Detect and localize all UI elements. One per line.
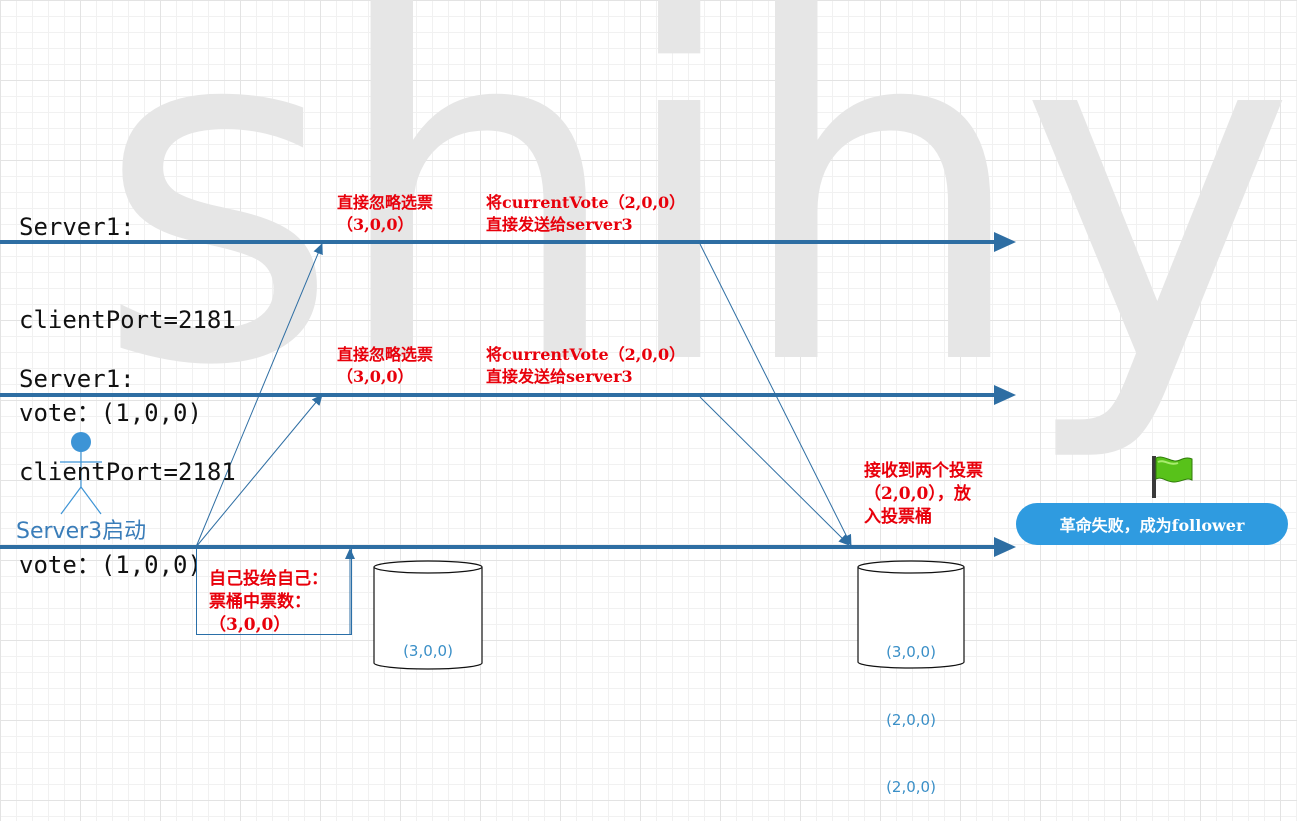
timeline-server3 bbox=[0, 537, 1016, 557]
reply-from-server1-b bbox=[699, 396, 850, 546]
server3-label: Server3启动 bbox=[16, 519, 147, 544]
bucket-1-votes: (3,0,0) bbox=[374, 595, 482, 685]
send-vote-note-b: 将currentVote（2,0,0） 直接发送给server3 bbox=[486, 345, 686, 386]
ignore-vote-note-a: 直接忽略选票 （3,0,0） bbox=[337, 193, 434, 234]
server1-a-port: clientPort=2181 bbox=[19, 306, 236, 334]
self-vote-note: 自己投给自己： 票桶中票数： （3,0,0） bbox=[209, 569, 328, 635]
ignore-vote-note-b: 直接忽略选票 （3,0,0） bbox=[337, 345, 434, 386]
server1-a-name: Server1: bbox=[19, 213, 135, 241]
bucket-2-vote: (2,0,0) bbox=[886, 778, 936, 796]
actor-figure bbox=[60, 452, 102, 515]
server1-b-port: clientPort=2181 bbox=[19, 458, 236, 486]
sequence-diagram bbox=[0, 232, 1016, 670]
bucket-2-vote: (3,0,0) bbox=[886, 643, 936, 661]
server1-b-vote: vote：(1,0,0) bbox=[19, 551, 202, 579]
send-vote-note-a: 将currentVote（2,0,0） 直接发送给server3 bbox=[486, 193, 686, 234]
bucket-2-votes: (3,0,0) (2,0,0) (2,0,0) bbox=[858, 596, 964, 821]
timeline-server1-b bbox=[0, 385, 1016, 405]
server1-a-label: Server1: clientPort=2181 vote：(1,0,0) bbox=[19, 150, 236, 460]
vote-bucket-2 bbox=[857, 560, 965, 669]
server1-a-vote: vote：(1,0,0) bbox=[19, 399, 202, 427]
flag-icon bbox=[1152, 456, 1193, 498]
self-vote-box bbox=[196, 548, 352, 635]
vote-bucket-1 bbox=[373, 560, 483, 670]
vote-message-to-server1-b bbox=[195, 394, 323, 548]
server1-b-name: Server1: bbox=[19, 365, 135, 393]
server1-b-label: Server1: clientPort=2181 vote：(1,0,0) bbox=[19, 302, 236, 612]
timeline-server1-a bbox=[0, 232, 1016, 252]
received-votes-note: 接收到两个投票 （2,0,0），放 入投票桶 bbox=[864, 461, 983, 527]
bucket-2-vote: (2,0,0) bbox=[886, 710, 936, 729]
result-badge: 革命失败，成为follower bbox=[1016, 503, 1288, 545]
result-label: 革命失败，成为follower bbox=[1059, 516, 1245, 535]
reply-from-server1-a bbox=[699, 243, 852, 546]
bucket-1-vote: (3,0,0) bbox=[403, 642, 453, 660]
actor-head bbox=[71, 432, 91, 452]
vote-message-to-server1-a bbox=[195, 243, 323, 548]
